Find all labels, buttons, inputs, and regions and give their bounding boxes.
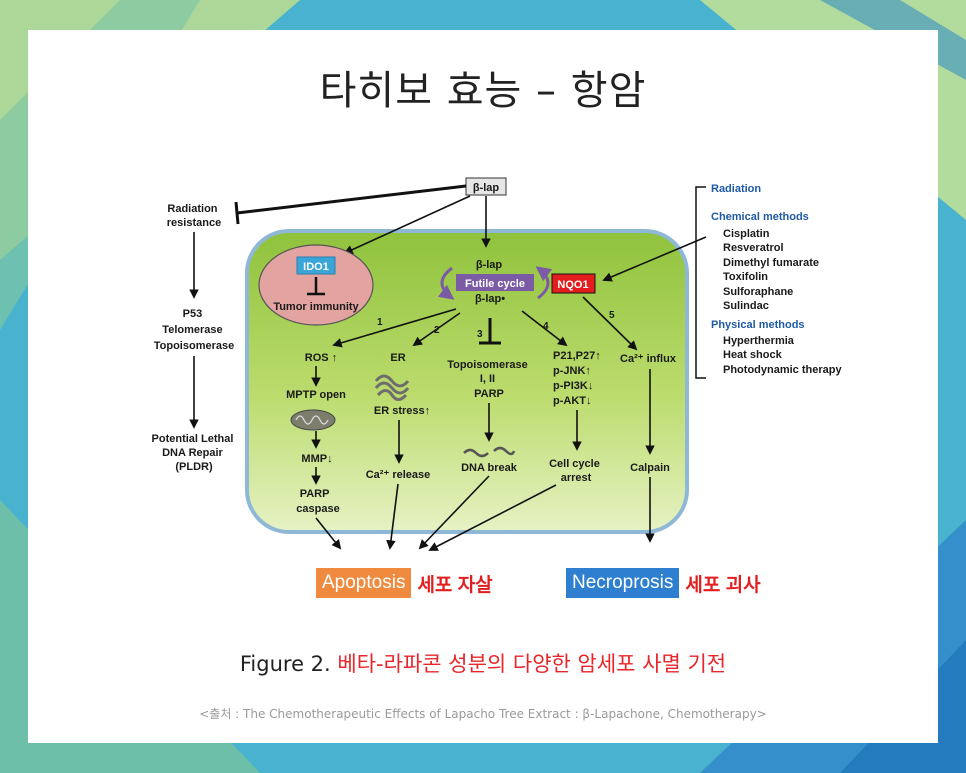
pldr-label: Potential Lethal DNA Repair (PLDR)	[152, 433, 237, 473]
branch-4	[521, 310, 568, 347]
ros-label: ROS ↑	[305, 352, 337, 364]
path-number-3: 3	[477, 329, 483, 340]
beta-lap-radical-label: β-lap•	[475, 293, 505, 305]
ca-release-label: Ca²⁺ release	[366, 469, 431, 481]
mitochondria-cristae	[295, 415, 329, 425]
beta-lap-inner-label: β-lap	[476, 259, 503, 271]
er-stress-label: ER stress↑	[374, 405, 430, 417]
ido1-label: IDO1	[303, 261, 329, 273]
cell-cycle-markers-label: P21,P27↑ p-JNK↑ p-PI3K↓ p-AKT↓	[553, 350, 604, 407]
topoisomerase-label: Topoisomerase I, II PARP	[447, 359, 531, 400]
slide-title: 타히보 효능 – 항암	[319, 68, 647, 114]
source-citation: <출처 : The Chemotherapeutic Effects of La…	[199, 707, 767, 721]
nqo1-box	[551, 273, 596, 294]
mmp-label: MMP↓	[301, 453, 332, 465]
mitochondria-icon	[290, 409, 336, 431]
radiation-resistance-label: Radiation resistance	[167, 203, 221, 229]
branch-5	[582, 296, 638, 351]
chemical-list: Cisplatin Resveratrol Dimethyl fumarate …	[723, 228, 822, 312]
ca-influx-label: Ca²⁺ influx	[620, 353, 677, 365]
beta-lap-label: β-lap	[473, 182, 500, 194]
apoptosis-korean: 세포 자살	[417, 574, 493, 596]
parp-caspase-label: PARP caspase	[296, 488, 339, 515]
physical-list: Hyperthermia Heat shock Photodynamic the…	[723, 335, 842, 376]
radiation-heading: Radiation	[711, 183, 761, 195]
cell-cycle-arrest-label: Cell cycle arrest	[549, 458, 603, 484]
arrow-dna-apoptosis	[418, 475, 490, 550]
path-number-2: 2	[434, 325, 440, 336]
caption-main: 베타-라파콘 성분의 다양한 암세포 사멸 기전	[337, 652, 727, 676]
nqo1-label: NQO1	[557, 279, 588, 291]
path-number-1: 1	[377, 317, 383, 328]
branch-2	[412, 312, 461, 347]
caption-prefix: Figure 2.	[239, 652, 331, 676]
inhibit-line-radiation	[236, 184, 467, 215]
arrow-parp-apoptosis	[315, 517, 342, 550]
necroptosis-korean: 세포 괴사	[685, 574, 761, 596]
futile-cycle-label: Futile cycle	[465, 278, 525, 290]
path-number-4: 4	[543, 321, 549, 332]
calpain-label: Calpain	[630, 462, 670, 474]
physical-heading: Physical methods	[711, 319, 805, 331]
figure-caption: Figure 2. 베타-라파콘 성분의 다양한 암세포 사멸 기전	[0, 648, 966, 678]
arrow-arrest-apoptosis	[428, 484, 557, 551]
branch-1	[332, 308, 457, 348]
er-icon	[374, 374, 410, 401]
dna-break-label: DNA break	[461, 462, 518, 474]
p53-group-label: P53 Telomerase Topoisomerase	[154, 308, 235, 352]
futile-arc-left	[437, 266, 455, 300]
chemical-heading: Chemical methods	[711, 211, 809, 223]
futile-cycle-box	[456, 274, 534, 291]
inhibit-bar-radiation	[234, 201, 240, 225]
ido1-box	[296, 256, 336, 275]
apoptosis-badge: Apoptosis	[316, 568, 412, 598]
futile-arc-right	[535, 266, 553, 300]
mptp-label: MPTP open	[286, 389, 346, 401]
er-label: ER	[390, 352, 405, 364]
right-panel-bracket	[695, 186, 706, 379]
tumor-immunity-label: Tumor immunity	[273, 301, 359, 313]
necroptosis-badge: Necroprosis	[566, 568, 680, 598]
arrow-panel-to-nqo1	[602, 236, 707, 282]
arrow-to-ido1	[343, 195, 471, 255]
dna-break-icon	[463, 446, 516, 458]
path-number-5: 5	[609, 310, 615, 321]
arrow-ca-apoptosis	[386, 483, 399, 550]
